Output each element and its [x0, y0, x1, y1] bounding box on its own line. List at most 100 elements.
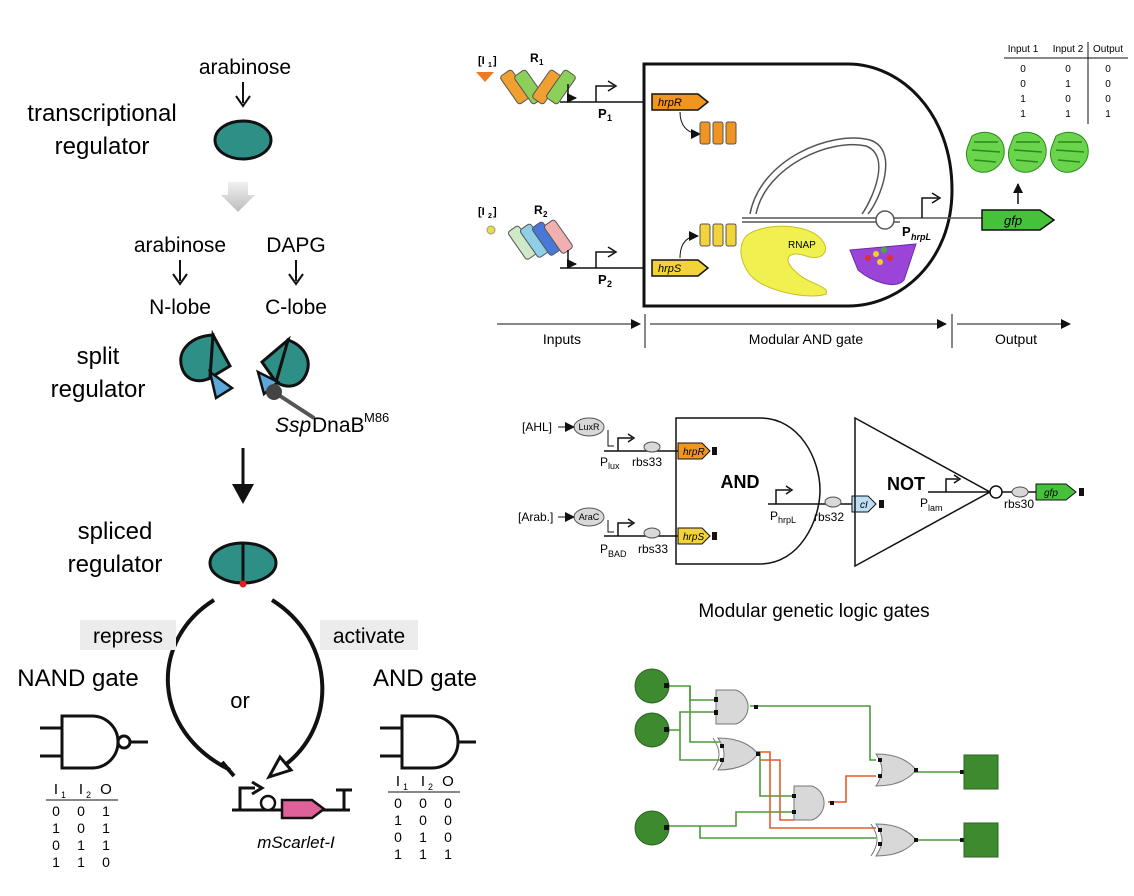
nand-table-cell-r0-c2: 1 [102, 803, 110, 819]
truth-table-cell-r1-c2: 0 [1105, 79, 1111, 90]
nand-gate-symbol [40, 714, 148, 770]
hrps-label: hrpS [658, 263, 682, 275]
gray-down-arrow-icon [221, 182, 255, 212]
r1-label: R [530, 51, 539, 65]
spliced-regulator-shape [208, 541, 278, 588]
and-table-header-1: I [396, 773, 400, 790]
rbs32-label: rbs32 [814, 510, 844, 524]
and-table-cell-r0-c0: 0 [394, 795, 402, 811]
tt-header-output: Output [1093, 44, 1123, 55]
circuit-or-gate-1 [875, 753, 917, 787]
rbs30-label: rbs30 [1004, 497, 1034, 511]
circuit-output-node-2 [963, 822, 999, 858]
hrps-gene [651, 259, 710, 277]
nand-table-cell-r1-c1: 0 [77, 820, 85, 836]
c-lobe-shape [256, 335, 316, 420]
output-label: Output [995, 331, 1037, 347]
plux-sub: lux [608, 461, 620, 471]
left-panel: arabinose transcriptional regulator arab… [17, 56, 477, 870]
input1-inducer-icon [476, 72, 494, 82]
mid-gfp-label: gfp [1044, 488, 1058, 499]
and-table-cell-r3-c0: 1 [394, 846, 402, 862]
input2-label: [I [478, 206, 485, 218]
mid-phrpl-label: P [770, 509, 778, 523]
activate-arc [270, 598, 325, 772]
activate-label: activate [333, 625, 405, 648]
nand-table-cell-r0-c0: 0 [52, 803, 60, 819]
and-table-cell-r0-c2: 0 [444, 795, 452, 811]
hrpr-protein-icon [699, 121, 737, 145]
inputs-label: Inputs [543, 331, 581, 347]
and-table-cell-r2-c1: 1 [419, 829, 427, 845]
truth-table-cell-r3-c2: 1 [1105, 109, 1111, 120]
pbad-label: P [600, 542, 608, 556]
p1-sub: 1 [607, 113, 612, 123]
and-table-cell-r2-c0: 0 [394, 829, 402, 845]
input1-sub: 1 [488, 62, 492, 69]
gfp-label: gfp [1004, 213, 1022, 228]
input2-sub: 2 [488, 213, 492, 220]
tt-header-input2: Input 2 [1053, 44, 1084, 55]
and-table-cell-r3-c2: 1 [444, 846, 452, 862]
luxr-label: LuxR [578, 422, 600, 432]
nand-gate-label: NAND gate [17, 665, 138, 692]
intein-name-label: DnaB [312, 414, 365, 437]
repress-label-bg [80, 620, 176, 650]
tt-header-input1: Input 1 [1008, 44, 1039, 55]
mid-and-gate-shape [675, 417, 821, 565]
repress-arc [166, 598, 231, 772]
repress-tbar [220, 760, 236, 778]
r2-protein-icon [508, 219, 573, 260]
intein-ssp-label: Ssp [275, 414, 311, 437]
truth-table-cell-r1-c0: 0 [1020, 79, 1026, 90]
n-lobe-shape [179, 329, 235, 400]
and-table-header-3: O [442, 773, 454, 790]
dna-loop [749, 137, 887, 215]
mid-right-panel: [AHL] LuxR hrpR P lux rbs33 [Arab.] AraC… [518, 416, 1084, 622]
intein-superscript-label: M86 [364, 410, 389, 425]
down-arrow-3 [288, 260, 304, 286]
circuit-and-gate-1 [715, 689, 749, 725]
nand-table-header-2: I [79, 781, 83, 798]
nand-table-cell-r3-c2: 0 [102, 854, 110, 870]
plam-label: P [920, 496, 928, 510]
transcriptional-regulator-line1: transcriptional [27, 100, 176, 127]
p1-label: P [598, 106, 607, 121]
section-axis: Inputs Modular AND gate Output [497, 314, 1071, 348]
top-right-panel: [I 1 ] R 1 P 1 [I 2 ] R 2 P [476, 42, 1128, 348]
split-regulator-line2: regulator [51, 376, 146, 403]
reporter-label: mScarlet-I [257, 833, 335, 852]
mid-hrpr-gene [677, 442, 711, 460]
down-arrow-1 [235, 82, 251, 108]
activate-label-bg [320, 620, 418, 650]
nand-table-cell-r3-c0: 1 [52, 854, 60, 870]
rbs33b-label: rbs33 [638, 542, 668, 556]
circuit-green-wires [666, 685, 964, 841]
down-arrow-4 [232, 448, 254, 504]
repress-label: repress [93, 625, 163, 648]
nand-table-cell-r2-c1: 1 [77, 837, 85, 853]
gfp-gene [981, 209, 1056, 231]
digital-circuit-panel [634, 668, 999, 858]
truth-table-cell-r0-c0: 0 [1020, 64, 1026, 75]
truth-table-cell-r2-c2: 0 [1105, 94, 1111, 105]
pbad-sub: BAD [608, 549, 627, 559]
nand-table-cell-r1-c0: 1 [52, 820, 60, 836]
or-label: or [230, 688, 250, 713]
circuit-input-node-1 [634, 668, 670, 704]
nand-table-header-1: I [54, 781, 58, 798]
and-table-cell-r2-c2: 0 [444, 829, 452, 845]
ci-label: cI [860, 500, 868, 511]
spliced-regulator-line2: regulator [68, 551, 163, 578]
r1-sub: 1 [539, 58, 544, 67]
reporter-construct [232, 780, 352, 820]
svg-text:]: ] [493, 206, 497, 218]
nand-table-header-3: O [100, 781, 112, 798]
hrpr-label: hrpR [658, 97, 682, 109]
modular-and-gate-label: Modular AND gate [749, 331, 864, 347]
